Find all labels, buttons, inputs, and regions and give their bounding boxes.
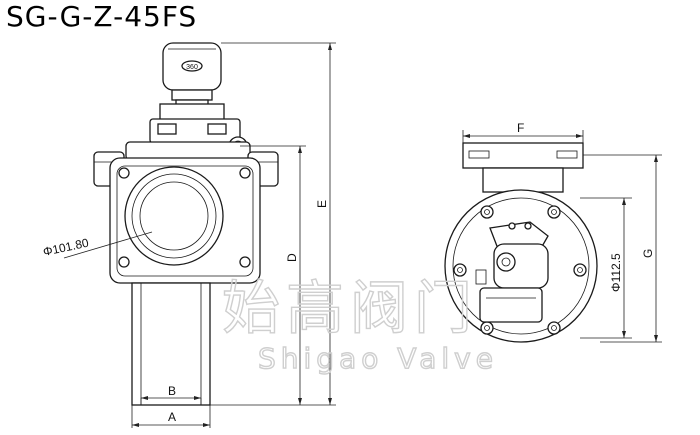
front-view: 360: [93, 42, 279, 406]
side-view: [444, 142, 598, 343]
dim-phi-diameter: Φ101.80: [42, 236, 90, 259]
watermark: 始高阀门 Shigao Valve: [221, 273, 498, 375]
top-flange: [462, 142, 584, 169]
side-view-dimensions: F Φ112.5 G: [462, 121, 662, 343]
dim-a: A: [168, 410, 176, 424]
outlet-pipe: [131, 282, 211, 406]
drawing-title: SG-G-Z-45FS: [6, 0, 198, 33]
dim-b: B: [168, 384, 176, 398]
coil-marking: 360: [186, 64, 198, 71]
dim-f: F: [517, 121, 524, 135]
coil-rotation-badge: [181, 60, 203, 72]
dim-e: E: [315, 200, 329, 208]
watermark-en: Shigao Valve: [258, 342, 498, 375]
watermark-cn: 始高阀门: [222, 274, 478, 342]
dim-d: D: [285, 253, 299, 262]
dim-g: G: [641, 249, 655, 258]
dim-phi-outer: Φ112.5: [609, 253, 623, 292]
